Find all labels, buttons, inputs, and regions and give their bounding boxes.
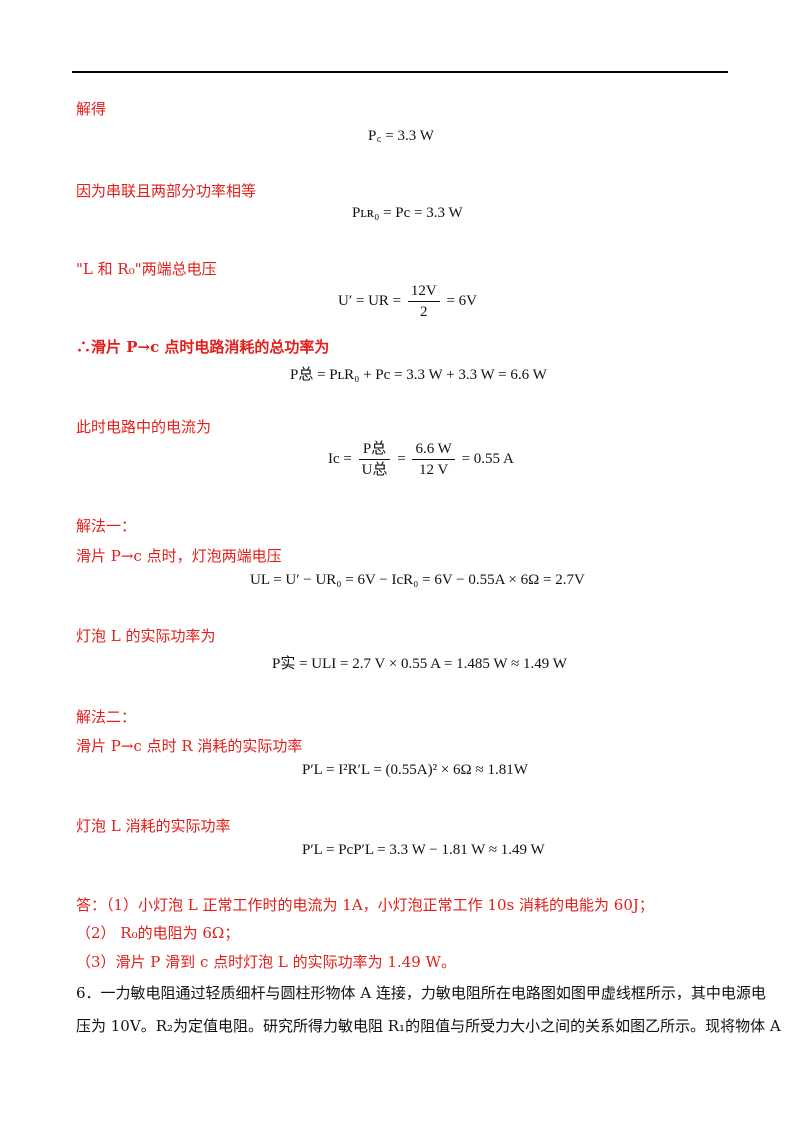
text-line-solve: 解得: [76, 100, 107, 118]
equation-u-prime: U′ = UR = 12V 2 = 6V: [338, 282, 477, 321]
equation-pc: P꜀ = 3.3 W: [368, 128, 434, 144]
equation-plr0: Pʟʀ₀ = Pc = 3.3 W: [352, 205, 463, 221]
answer-line-1: 答：（1）小灯泡 L 正常工作时的电流为 1A，小灯泡正常工作 10s 消耗的电…: [76, 896, 654, 914]
header-rule: [72, 71, 728, 73]
fraction-denominator: 12 V: [418, 462, 449, 478]
equation-pl-final: P′L = PcP′L = 3.3 W − 1.81 W ≈ 1.49 W: [302, 842, 545, 858]
eq-rhs: = 0.55 A: [461, 450, 514, 467]
answer-line-3: （3）滑片 P 滑到 c 点时灯泡 L 的实际功率为 1.49 W。: [76, 953, 456, 971]
text-line-series: 因为串联且两部分功率相等: [76, 182, 257, 200]
equation-p-actual: P实 = ULI = 2.7 V × 0.55 A = 1.485 W ≈ 1.…: [272, 656, 567, 672]
eq-lhs: U′ = UR =: [338, 292, 402, 309]
fraction-1: P总 U总: [358, 440, 391, 479]
fraction-denominator: U总: [361, 462, 388, 478]
fraction: 12V 2: [407, 282, 440, 321]
equation-p-total: P总 = PʟR₀ + Pc = 3.3 W + 3.3 W = 6.6 W: [290, 367, 547, 383]
text-line-bulb-voltage: 滑片 P→c 点时，灯泡两端电压: [76, 547, 282, 565]
text-line-total-power: ∴滑片 P→c 点时电路消耗的总功率为: [76, 338, 330, 356]
fraction-numerator: P总: [358, 440, 391, 460]
text-line-r-power: 滑片 P→c 点时 R 消耗的实际功率: [76, 737, 303, 755]
text-line-method-1: 解法一：: [76, 517, 137, 535]
eq-lhs: Ic =: [328, 450, 352, 467]
fraction-2: 6.6 W 12 V: [412, 440, 455, 479]
text-line-bulb-actual: 灯泡 L 消耗的实际功率: [76, 817, 231, 835]
equation-pl-prime: P′L = I²R′L = (0.55A)² × 6Ω ≈ 1.81W: [302, 762, 528, 778]
fraction-denominator: 2: [420, 304, 428, 320]
text-line-current: 此时电路中的电流为: [76, 418, 212, 436]
answer-line-2: （2） R₀的电阻为 6Ω；: [76, 924, 240, 942]
fraction-numerator: 6.6 W: [412, 440, 455, 460]
text-line-method-2: 解法二：: [76, 708, 137, 726]
question-6-line-2: 压为 10V。R₂为定值电阻。研究所得力敏电阻 R₁的阻值与所受力大小之间的关系…: [76, 1017, 781, 1035]
question-6-line-1: 6．一力敏电阻通过轻质细杆与圆柱形物体 A 连接，力敏电阻所在电路图如图甲虚线框…: [76, 984, 766, 1002]
equation-ul: UL = U′ − UR₀ = 6V − IcR₀ = 6V − 0.55A ×…: [250, 572, 585, 588]
text-line-total-voltage: "L 和 R₀"两端总电压: [76, 260, 217, 278]
fraction-numerator: 12V: [407, 282, 440, 302]
equation-ic: Ic = P总 U总 = 6.6 W 12 V = 0.55 A: [328, 440, 514, 479]
text-line-bulb-power: 灯泡 L 的实际功率为: [76, 627, 216, 645]
eq-rhs: = 6V: [446, 292, 478, 309]
